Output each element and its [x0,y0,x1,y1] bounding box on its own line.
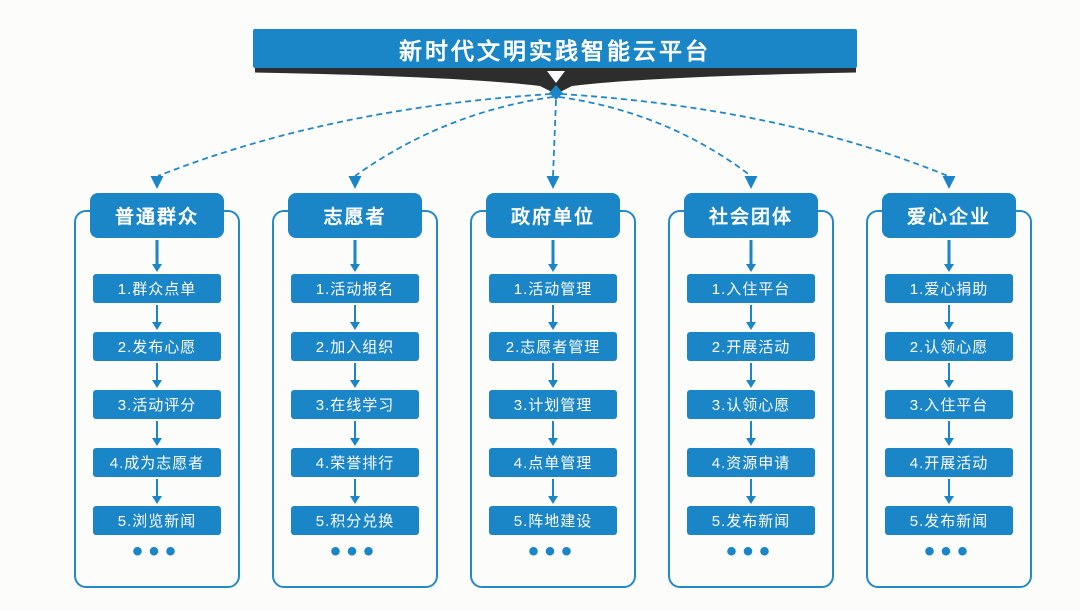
column-ordinary-public: 普通群众 1.群众点单 2.发布心愿 3.活动评分 4.成为志愿者 5.浏览新闻… [74,193,240,600]
step-box: 3.活动评分 [93,390,221,419]
column-government-units: 政府单位 1.活动管理 2.志愿者管理 3.计划管理 4.点单管理 5.阵地建设… [470,193,636,600]
column-title: 社会团体 [708,207,793,228]
platform-title: 新时代文明实践智能云平台 [399,37,711,64]
column-header-ordinary-public: 普通群众 [90,193,224,238]
step-box: 2.志愿者管理 [489,332,617,361]
connector-to-col-1 [157,93,552,177]
down-arrow-icon [744,479,758,504]
connector-to-col-4 [558,96,752,177]
down-arrow-icon [942,240,956,272]
down-arrow-icon [546,240,560,272]
ellipsis-dots: ••• [726,535,776,568]
platform-title-banner: 新时代文明实践智能云平台 [253,29,857,68]
step-box: 5.发布新闻 [885,506,1013,535]
down-arrow-icon [348,305,362,330]
step-box: 4.资源申请 [687,448,815,477]
down-arrow-icon [150,305,164,330]
column-header-government-units: 政府单位 [486,193,620,238]
step-box: 2.认领心愿 [885,332,1013,361]
down-arrow-icon [546,421,560,446]
connector-arrowhead-col-5 [942,176,956,189]
column-header-social-organizations: 社会团体 [684,193,818,238]
down-arrow-icon [744,421,758,446]
ellipsis-dots: ••• [132,535,182,568]
down-arrow-icon [546,305,560,330]
column-title: 爱心企业 [906,207,991,228]
step-box: 2.加入组织 [291,332,419,361]
connector-to-col-2 [354,96,554,177]
ellipsis-dots: ••• [528,535,578,568]
step-box: 1.活动报名 [291,274,419,303]
step-box: 2.开展活动 [687,332,815,361]
step-box: 5.积分兑换 [291,506,419,535]
step-box: 1.入住平台 [687,274,815,303]
step-box: 3.在线学习 [291,390,419,419]
column-title: 政府单位 [510,207,595,228]
step-box: 4.点单管理 [489,448,617,477]
connector-arrowhead-col-3 [546,176,560,189]
step-box: 2.发布心愿 [93,332,221,361]
connector-arrowhead-col-2 [348,176,362,189]
step-box: 1.活动管理 [489,274,617,303]
down-arrow-icon [942,305,956,330]
step-box: 3.认领心愿 [687,390,815,419]
step-box: 3.计划管理 [489,390,617,419]
down-arrow-icon [348,479,362,504]
down-arrow-icon [744,305,758,330]
down-arrow-icon [546,479,560,504]
step-box: 5.阵地建设 [489,506,617,535]
step-box: 4.开展活动 [885,448,1013,477]
down-arrow-icon [150,421,164,446]
down-arrow-icon [942,421,956,446]
step-box: 5.发布新闻 [687,506,815,535]
connector-arrowhead-col-1 [150,176,164,189]
column-caring-enterprises: 爱心企业 1.爱心捐助 2.认领心愿 3.入住平台 4.开展活动 5.发布新闻 … [866,193,1032,600]
down-arrow-icon [744,240,758,272]
down-arrow-icon [744,363,758,388]
ellipsis-dots: ••• [924,535,974,568]
column-header-caring-enterprises: 爱心企业 [882,193,1016,238]
step-box: 4.成为志愿者 [93,448,221,477]
down-arrow-icon [546,363,560,388]
step-box: 1.爱心捐助 [885,274,1013,303]
column-volunteers: 志愿者 1.活动报名 2.加入组织 3.在线学习 4.荣誉排行 5.积分兑换 •… [272,193,438,600]
down-arrow-icon [942,479,956,504]
connector-arrowhead-col-4 [744,176,758,189]
column-title: 志愿者 [323,207,387,228]
down-arrow-icon [150,479,164,504]
step-box: 4.荣誉排行 [291,448,419,477]
banner-down-arrow-icon [547,71,565,83]
down-arrow-icon [942,363,956,388]
step-box: 5.浏览新闻 [93,506,221,535]
step-box: 1.群众点单 [93,274,221,303]
step-box: 3.入住平台 [885,390,1013,419]
connector-to-col-5 [560,93,949,177]
column-title: 普通群众 [114,207,199,228]
down-arrow-icon [348,363,362,388]
down-arrow-icon [348,240,362,272]
column-social-organizations: 社会团体 1.入住平台 2.开展活动 3.认领心愿 4.资源申请 5.发布新闻 … [668,193,834,600]
connector-to-col-3 [552,99,557,177]
down-arrow-icon [150,363,164,388]
ellipsis-dots: ••• [330,535,380,568]
column-header-volunteers: 志愿者 [288,193,422,238]
down-arrow-icon [348,421,362,446]
down-arrow-icon [150,240,164,272]
